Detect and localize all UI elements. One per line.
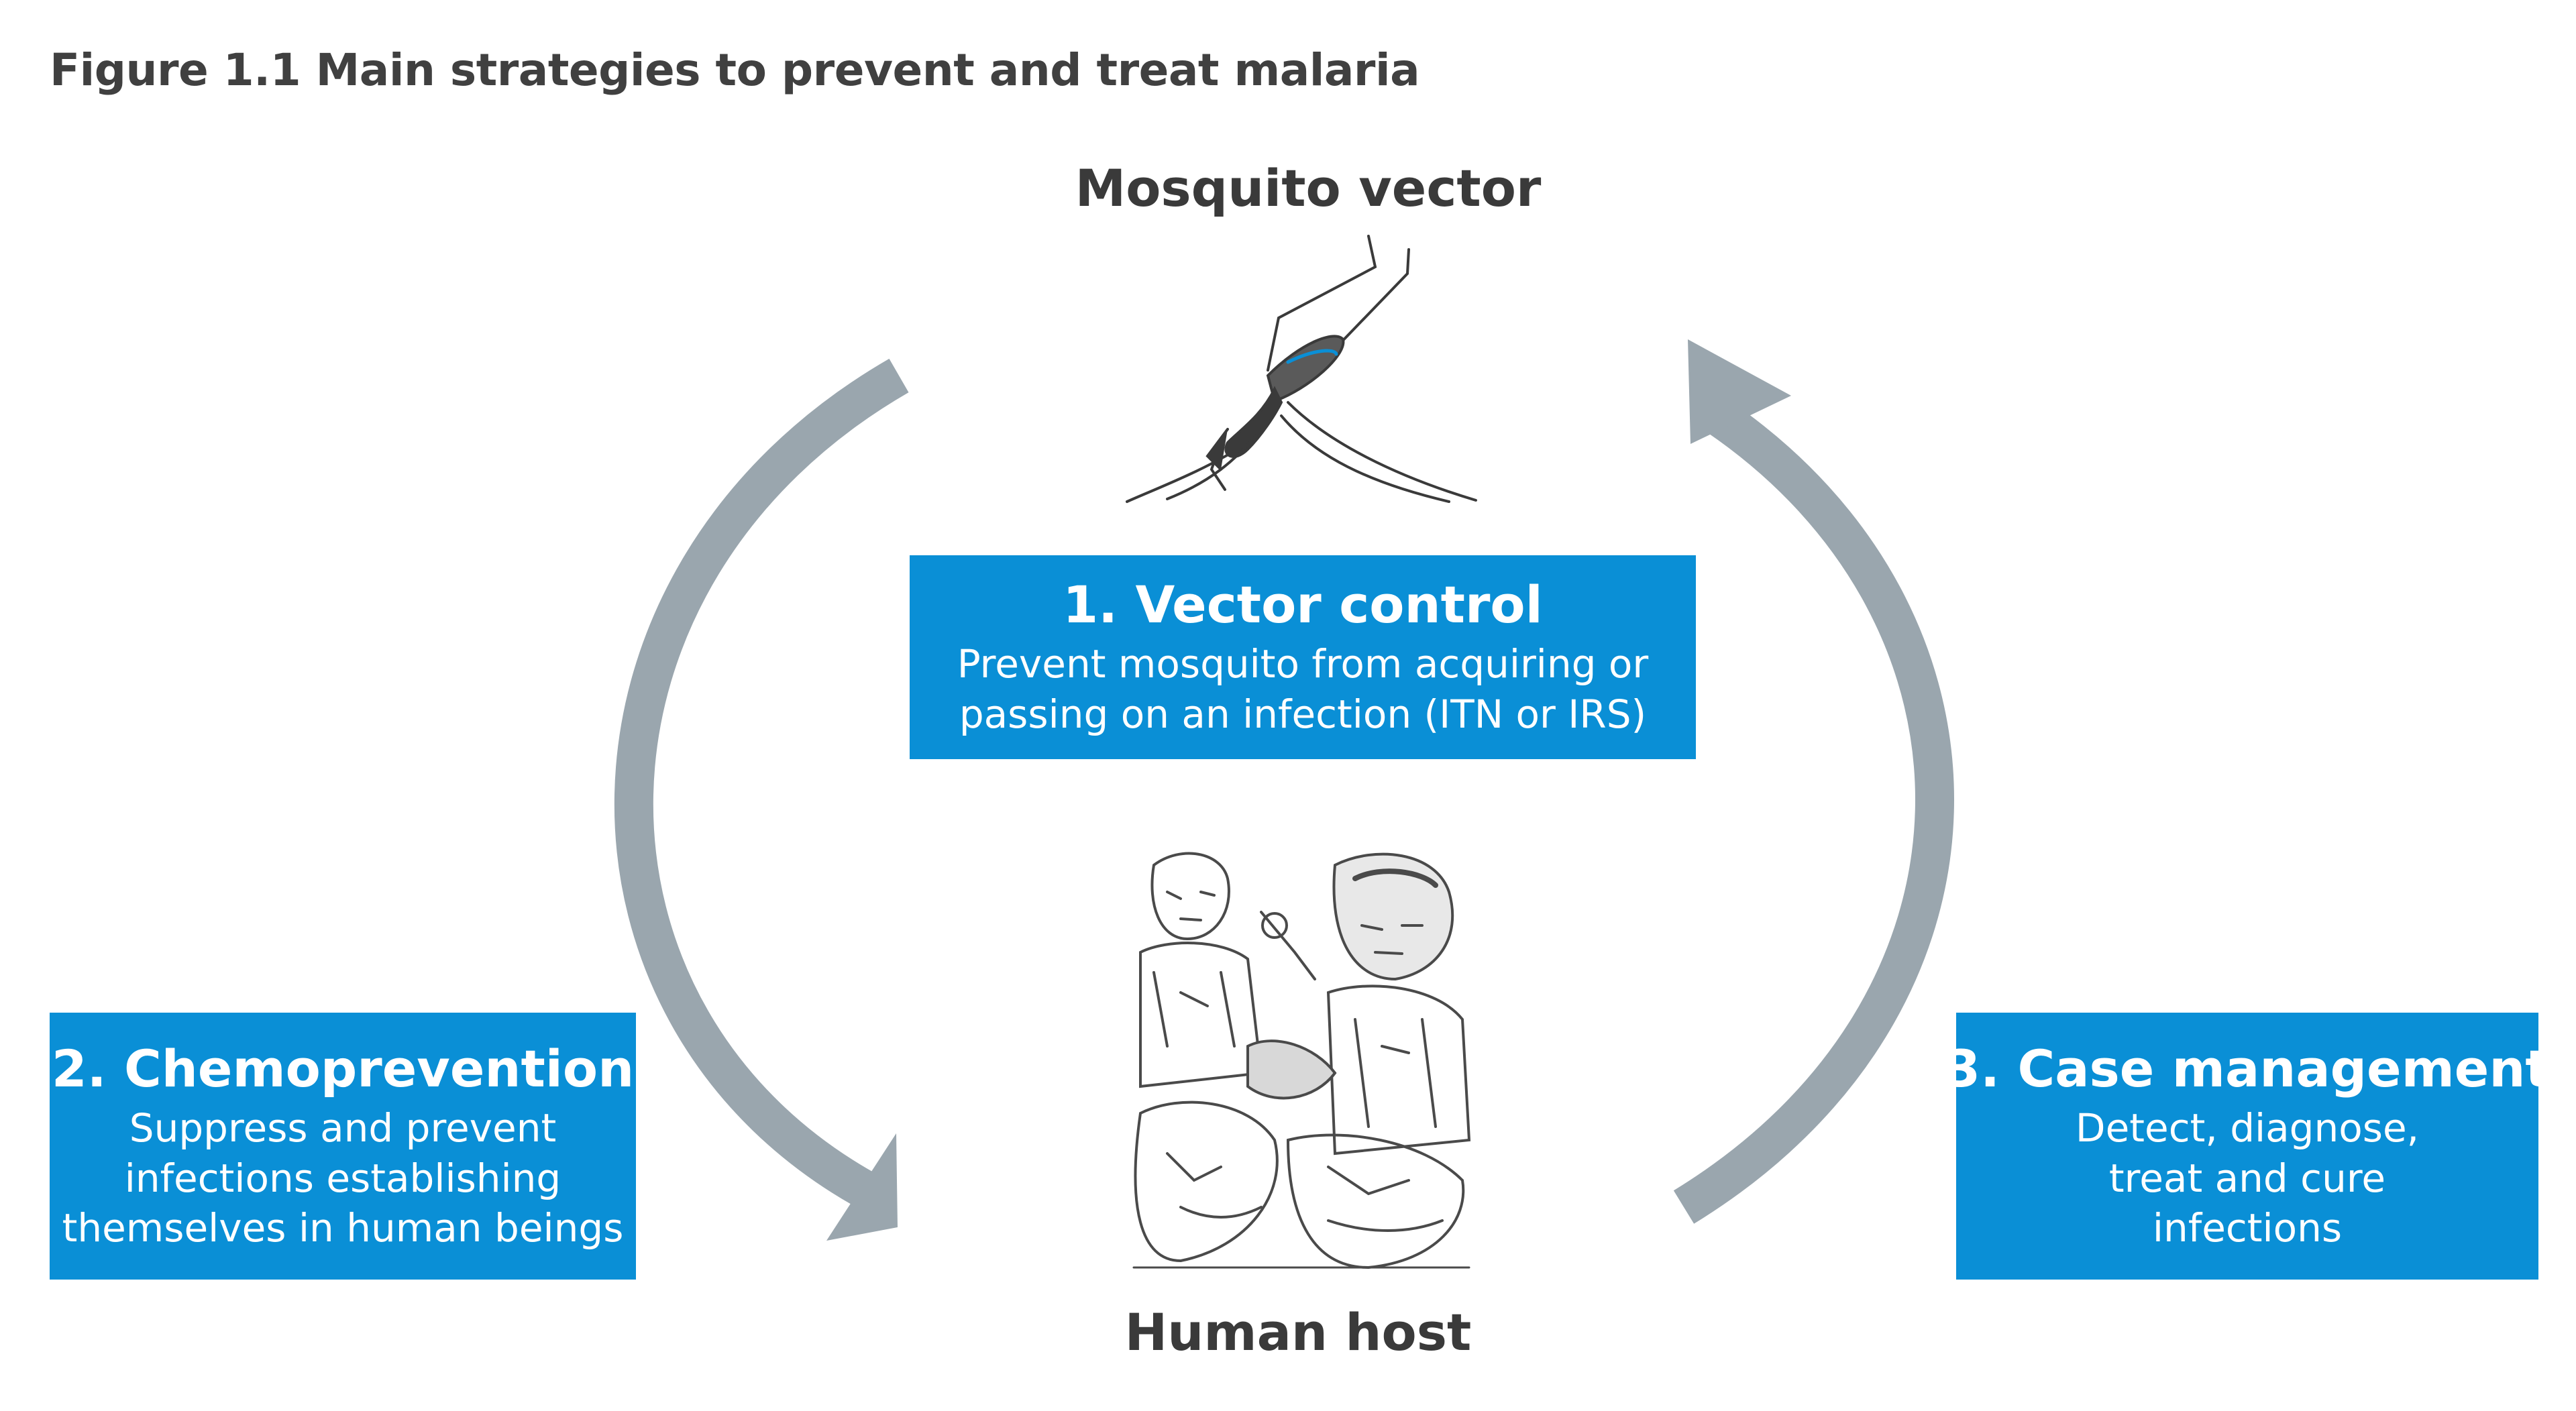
chemoprevention-desc-line: themselves in human beings [62,1204,624,1251]
mosquito-vector-label: Mosquito vector [1075,158,1542,218]
right-cycle-arrow [1673,339,1954,1224]
chemoprevention-desc-line: infections establishing [124,1155,561,1201]
vector-control-box: 1. Vector control Prevent mosquito from … [910,555,1696,759]
left-cycle-arrow [614,358,909,1241]
chemoprevention-title: 2. Chemoprevention [51,1038,635,1098]
vector-control-description: Prevent mosquito from acquiring or passi… [957,639,1649,738]
right-arrowhead [1688,339,1791,444]
case-management-desc-line: infections [2152,1204,2343,1251]
vector-control-title: 1. Vector control [1063,575,1543,635]
chemoprevention-description: Suppress and prevent infections establis… [62,1103,624,1253]
case-management-desc-line: treat and cure [2108,1155,2386,1201]
left-arrowhead [826,1133,898,1241]
case-management-box: 3. Case management Detect, diagnose, tre… [1945,1013,2550,1280]
mosquito-icon [1126,235,1477,503]
chemoprevention-desc-line: Suppress and prevent [129,1105,557,1151]
vector-control-desc-line: Prevent mosquito from acquiring or [957,641,1649,687]
case-management-desc-line: Detect, diagnose, [2075,1105,2420,1151]
case-management-description: Detect, diagnose, treat and cure infecti… [2076,1103,2419,1253]
chemoprevention-box: 2. Chemoprevention Suppress and prevent … [50,1013,636,1280]
figure-title: Figure 1.1 Main strategies to prevent an… [50,44,1420,96]
case-management-title: 3. Case management [1945,1038,2550,1098]
human-host-label: Human host [1124,1302,1472,1362]
human-host-icon [1124,852,1473,1281]
vector-control-desc-line: passing on an infection (ITN or IRS) [959,691,1647,737]
